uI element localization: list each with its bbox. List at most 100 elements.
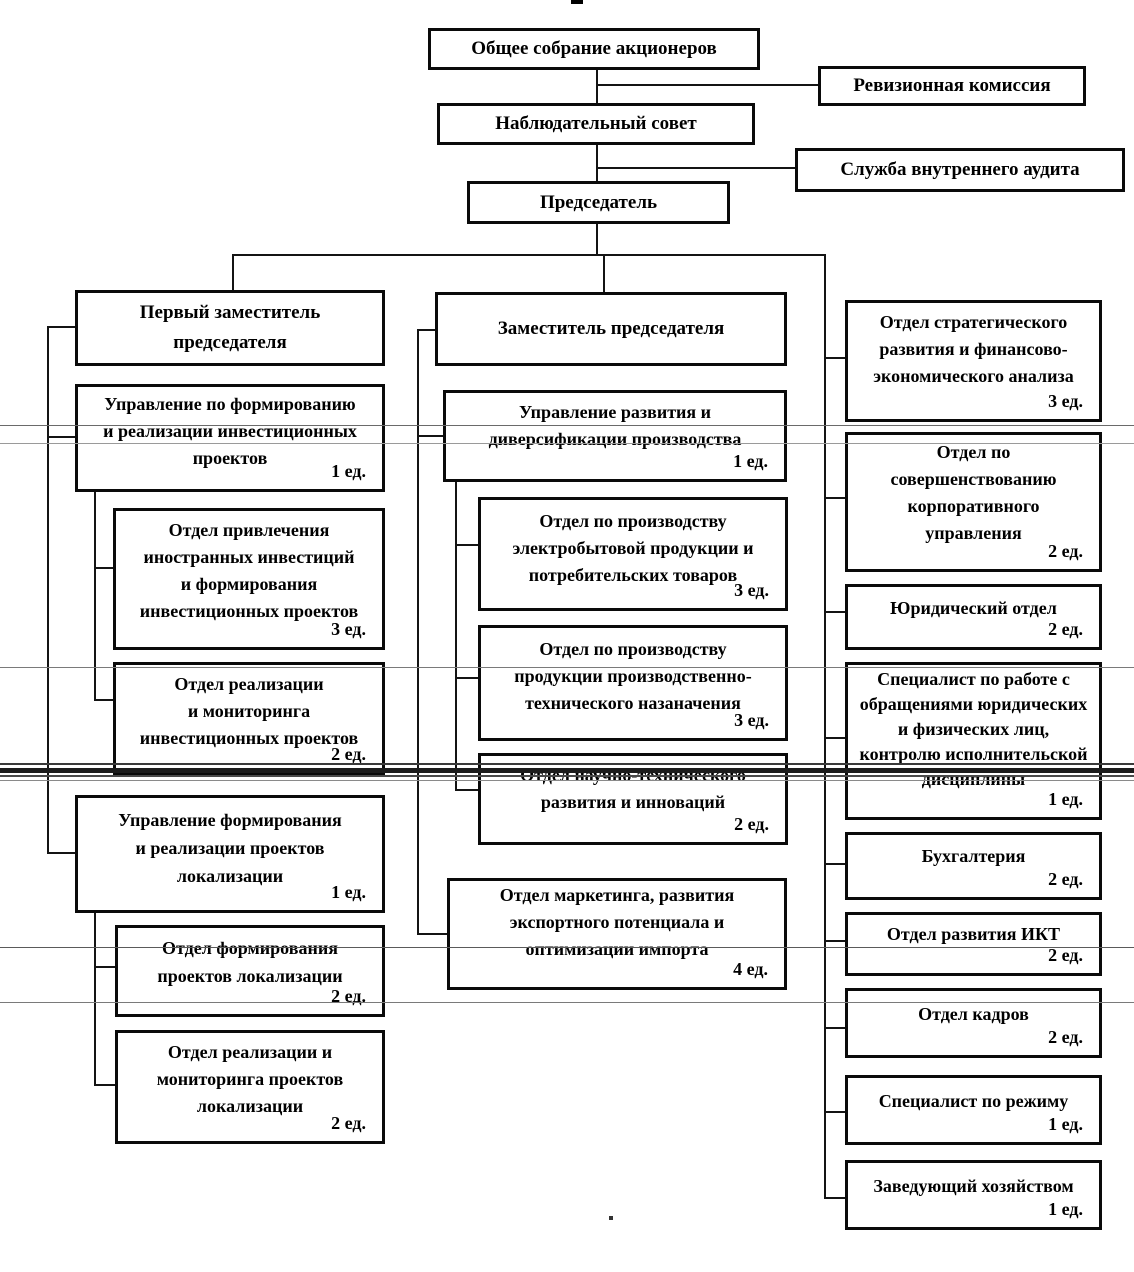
org-box-staff-count: 1 ед. xyxy=(1048,1114,1083,1134)
org-box-investment-monitoring-dept: Отдел реализации и мониторинга инвестици… xyxy=(113,662,385,775)
org-box-localization-monitoring-dept: Отдел реализации и мониторинга проектов … xyxy=(115,1030,385,1144)
page-edge-fragment xyxy=(571,0,583,4)
connector-line xyxy=(825,497,847,499)
org-box-staff-count: 2 ед. xyxy=(331,986,366,1006)
org-box-accounting: Бухгалтерия 2 ед. xyxy=(845,832,1102,900)
connector-line xyxy=(95,966,117,968)
connector-line xyxy=(825,863,847,865)
org-box-marketing-export-dept: Отдел маркетинга, развития экспортного п… xyxy=(447,878,787,990)
org-box-staff-count: 2 ед. xyxy=(1048,1027,1083,1047)
org-box-household-products-dept: Отдел по производству электробытовой про… xyxy=(478,497,788,611)
connector-line xyxy=(825,1111,847,1113)
connector-line xyxy=(417,329,419,935)
org-box-staff-count: 3 ед. xyxy=(734,580,769,600)
org-box-staff-count: 2 ед. xyxy=(331,1113,366,1133)
org-box-development-diversification-directorate: Управление развития и диверсификации про… xyxy=(443,390,787,482)
connector-line xyxy=(825,1197,847,1199)
org-box-staff-count: 1 ед. xyxy=(733,451,768,471)
connector-line xyxy=(596,70,598,104)
connector-line xyxy=(94,913,96,1086)
org-box-staff-count: 2 ед. xyxy=(1048,869,1083,889)
org-box-staff-count: 3 ед. xyxy=(1048,391,1083,411)
org-box-staff-count: 3 ед. xyxy=(331,619,366,639)
org-box-corporate-governance-dept: Отдел по совершенствованию корпоративног… xyxy=(845,432,1102,572)
org-box-staff-count: 2 ед. xyxy=(1048,619,1083,639)
connector-line xyxy=(825,737,847,739)
org-box-security-regime-specialist: Специалист по режиму 1 ед. xyxy=(845,1075,1102,1145)
org-box-label: Отдел реализации и мониторинга инвестици… xyxy=(139,674,359,748)
connector-line xyxy=(418,933,449,935)
org-box-household-manager: Заведующий хозяйством 1 ед. xyxy=(845,1160,1102,1230)
org-box-label: Первый заместитель председателя xyxy=(139,302,321,353)
connector-line xyxy=(597,167,795,169)
org-box-label: Управление формирования и реализации про… xyxy=(118,810,342,886)
org-box-label: Наблюдательный совет xyxy=(495,113,697,134)
connector-line xyxy=(825,611,847,613)
connector-line xyxy=(825,1027,847,1029)
connector-line xyxy=(418,435,445,437)
connector-line xyxy=(94,492,96,701)
org-box-hr-dept: Отдел кадров 2 ед. xyxy=(845,988,1102,1058)
connector-line xyxy=(597,84,818,86)
org-box-label: Заведующий хозяйством xyxy=(873,1176,1074,1196)
connector-line xyxy=(596,145,598,182)
org-box-first-deputy-chairman: Первый заместитель председателя xyxy=(75,290,385,366)
connector-line xyxy=(456,789,480,791)
connector-line xyxy=(603,254,605,294)
org-box-appeals-specialist: Специалист по работе с обращениями юриди… xyxy=(845,662,1102,820)
connector-line xyxy=(825,940,847,942)
connector-line xyxy=(95,567,115,569)
org-box-label: Отдел маркетинга, развития экспортного п… xyxy=(499,885,735,959)
connector-line xyxy=(47,326,49,854)
scan-artifact-dot xyxy=(609,1216,613,1220)
org-box-label: Отдел кадров xyxy=(918,1004,1029,1024)
org-box-scientific-technical-dept: Отдел научно-технического развития и инн… xyxy=(478,753,788,845)
org-box-label: Юридический отдел xyxy=(890,598,1057,618)
org-box-label: Служба внутреннего аудита xyxy=(840,159,1080,180)
org-box-label: Отдел развития ИКТ xyxy=(886,924,1061,944)
connector-line xyxy=(95,699,115,701)
connector-line xyxy=(232,254,234,292)
org-box-revision-commission: Ревизионная комиссия xyxy=(818,66,1086,106)
org-box-staff-count: 2 ед. xyxy=(734,814,769,834)
connector-line xyxy=(232,254,826,256)
org-box-label: Председатель xyxy=(539,191,658,213)
org-box-staff-count: 3 ед. xyxy=(734,710,769,730)
org-box-localization-formation-dept: Отдел формирования проектов локализации … xyxy=(115,925,385,1017)
org-box-legal-dept: Юридический отдел 2 ед. xyxy=(845,584,1102,650)
org-box-staff-count: 2 ед. xyxy=(331,744,366,764)
org-box-label: Отдел привлечения иностранных инвестиций… xyxy=(139,520,359,621)
org-box-label: Отдел по производству продукции производ… xyxy=(514,639,752,713)
org-box-chairman: Председатель xyxy=(467,181,730,224)
connector-line xyxy=(824,254,826,1199)
org-box-localization-projects-directorate: Управление формирования и реализации про… xyxy=(75,795,385,913)
connector-line xyxy=(825,357,847,359)
org-box-label: Отдел по производству электробытовой про… xyxy=(512,511,754,585)
connector-line xyxy=(95,1084,117,1086)
connector-line xyxy=(456,677,480,679)
org-box-label: Бухгалтерия xyxy=(921,846,1026,866)
org-box-deputy-chairman: Заместитель председателя xyxy=(435,292,787,366)
org-box-label: Общее собрание акционеров xyxy=(471,38,717,59)
org-box-strategic-development-dept: Отдел стратегического развития и финансо… xyxy=(845,300,1102,422)
connector-line xyxy=(48,326,77,328)
connector-line xyxy=(48,436,77,438)
org-box-label: Заместитель председателя xyxy=(497,318,725,339)
org-box-label: Управление по формированию и реализации … xyxy=(103,394,357,468)
org-box-foreign-investment-dept: Отдел привлечения иностранных инвестиций… xyxy=(113,508,385,650)
org-box-staff-count: 2 ед. xyxy=(1048,541,1083,561)
org-box-industrial-products-dept: Отдел по производству продукции производ… xyxy=(478,625,788,741)
org-box-staff-count: 1 ед. xyxy=(331,461,366,481)
connector-line xyxy=(596,224,598,255)
org-box-label: Отдел по совершенствованию корпоративног… xyxy=(890,442,1057,543)
connector-line xyxy=(418,329,437,331)
org-box-staff-count: 4 ед. xyxy=(733,959,768,979)
org-box-staff-count: 2 ед. xyxy=(1048,945,1083,965)
org-box-staff-count: 1 ед. xyxy=(1048,1199,1083,1219)
org-box-internal-audit-service: Служба внутреннего аудита xyxy=(795,148,1125,192)
org-box-label: Отдел научно-технического развития и инн… xyxy=(520,765,746,812)
connector-line xyxy=(455,482,457,791)
org-box-general-assembly: Общее собрание акционеров xyxy=(428,28,760,70)
org-box-label: Отдел реализации и мониторинга проектов … xyxy=(156,1042,344,1116)
